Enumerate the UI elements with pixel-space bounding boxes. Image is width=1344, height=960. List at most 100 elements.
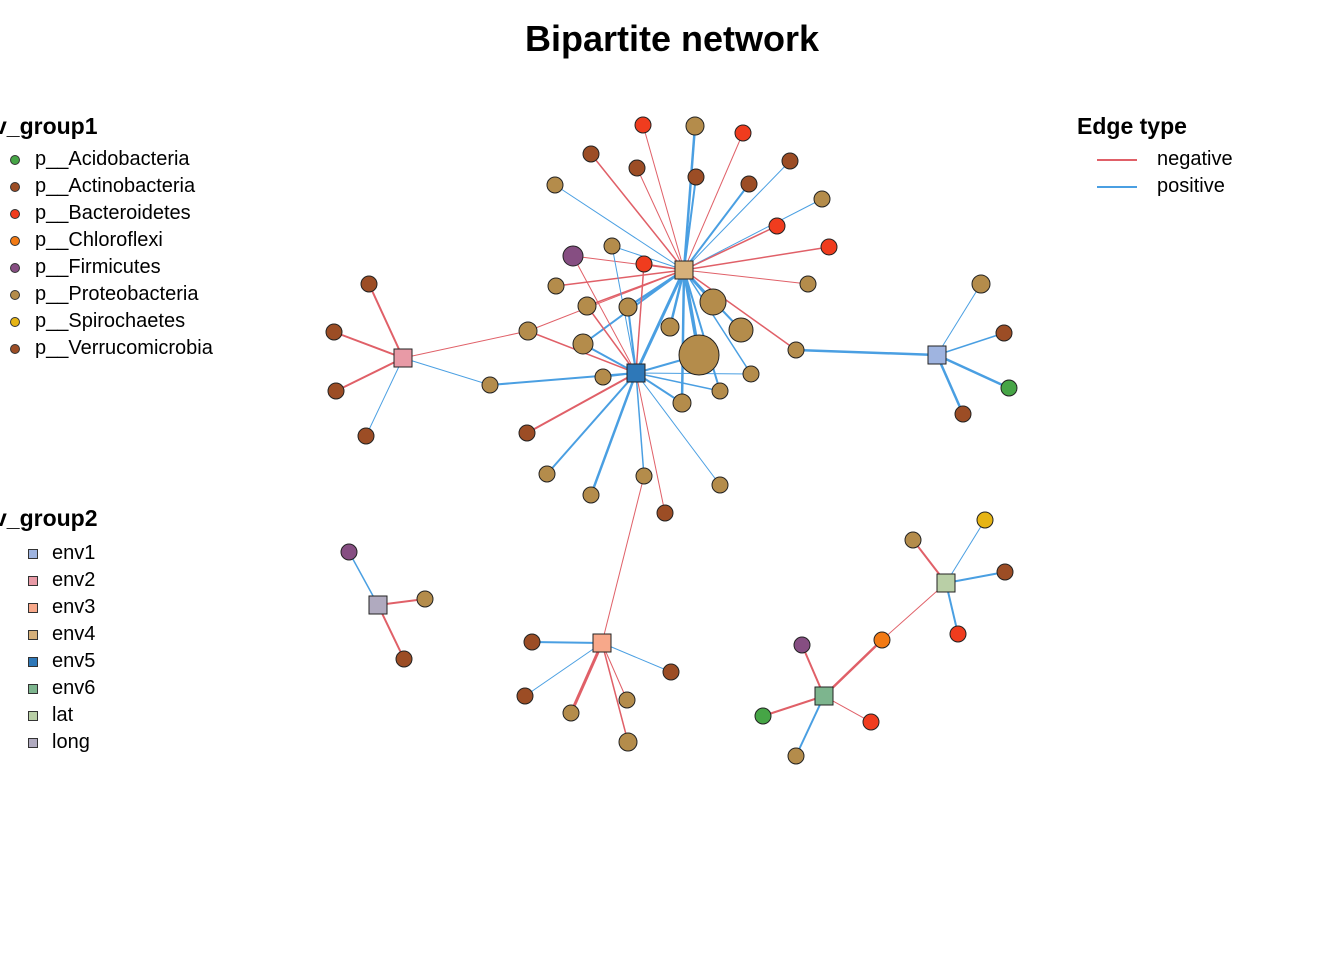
positive-edge bbox=[402, 357, 491, 386]
taxon-node bbox=[562, 704, 580, 722]
env-node-env5 bbox=[626, 363, 646, 383]
taxon-node bbox=[711, 476, 729, 494]
taxon-node bbox=[781, 152, 799, 170]
taxon-node bbox=[971, 274, 991, 294]
positive-edge bbox=[554, 184, 685, 271]
env-node-lat bbox=[936, 573, 956, 593]
positive-edge bbox=[683, 269, 721, 392]
legend-group1-item-3: p__Chloroflexi bbox=[10, 229, 163, 252]
negative-edge bbox=[683, 246, 830, 271]
legend-group2-item-1: env2 bbox=[28, 569, 95, 592]
taxon-node bbox=[740, 175, 758, 193]
taxon-node bbox=[327, 382, 345, 400]
negative-edge bbox=[881, 582, 947, 641]
taxon-node bbox=[678, 334, 720, 376]
legend-edge-item-label: positive bbox=[1157, 175, 1225, 197]
positive-edge bbox=[601, 642, 672, 673]
legend-edge-item-label: negative bbox=[1157, 148, 1233, 170]
taxon-node bbox=[793, 636, 811, 654]
taxon-node bbox=[672, 393, 692, 413]
negative-edge bbox=[569, 642, 604, 714]
legend-group1-item-swatch bbox=[10, 316, 20, 327]
legend-edge-item-0: negative bbox=[1097, 148, 1233, 171]
positive-edge bbox=[683, 160, 791, 271]
negative-edge bbox=[635, 372, 666, 514]
legend-group1-item-swatch bbox=[10, 181, 20, 192]
legend-group2-item-swatch bbox=[28, 575, 38, 586]
legend-group1-item-swatch bbox=[10, 235, 20, 246]
legend-group2-item-2: env3 bbox=[28, 596, 95, 619]
taxon-node bbox=[628, 159, 646, 177]
taxon-node bbox=[594, 368, 612, 386]
taxon-node bbox=[603, 237, 621, 255]
taxon-node bbox=[954, 405, 972, 423]
negative-edge bbox=[555, 269, 685, 287]
taxon-node bbox=[357, 427, 375, 445]
taxon-node bbox=[546, 176, 564, 194]
taxon-node bbox=[949, 625, 967, 643]
taxon-node bbox=[635, 467, 653, 485]
taxon-node bbox=[768, 217, 786, 235]
negative-edge bbox=[333, 331, 404, 359]
positive-edge bbox=[945, 571, 1006, 584]
legend-group2-item-swatch bbox=[28, 629, 38, 640]
legend-group2-item-label: long bbox=[52, 731, 90, 753]
negative-edge bbox=[590, 153, 685, 271]
env-node-env4 bbox=[674, 260, 694, 280]
taxon-node bbox=[820, 238, 838, 256]
legend-group2-item-label: env6 bbox=[52, 677, 96, 699]
taxon-node bbox=[699, 288, 727, 316]
negative-edge bbox=[642, 124, 685, 271]
legend-group2-item-4: env5 bbox=[28, 650, 95, 673]
taxon-node bbox=[711, 382, 729, 400]
negative-edge bbox=[683, 269, 809, 285]
positive-edge bbox=[936, 332, 1005, 356]
positive-edge bbox=[489, 372, 637, 386]
taxon-node bbox=[577, 296, 597, 316]
legend-group2-item-5: env6 bbox=[28, 677, 95, 700]
legend-group1-item-label: p__Bacteroidetes bbox=[35, 202, 191, 224]
negative-edge bbox=[526, 372, 637, 434]
taxon-node bbox=[813, 190, 831, 208]
legend-group2-item-swatch bbox=[28, 602, 38, 613]
taxon-node bbox=[518, 424, 536, 442]
taxon-node bbox=[416, 590, 434, 608]
positive-edge bbox=[627, 306, 637, 374]
negative-edge bbox=[683, 225, 778, 271]
legend-group2-item-swatch bbox=[28, 656, 38, 667]
positive-edge bbox=[936, 353, 1010, 390]
legend-group2-item-3: env4 bbox=[28, 623, 95, 646]
legend-group1-item-swatch bbox=[10, 262, 20, 273]
negative-edge bbox=[823, 639, 883, 697]
taxon-node bbox=[685, 116, 705, 136]
taxon-node bbox=[523, 633, 541, 651]
taxon-node bbox=[996, 563, 1014, 581]
positive-edge bbox=[635, 372, 645, 477]
legend-group2-item-swatch bbox=[28, 683, 38, 694]
legend-group1-item-swatch bbox=[10, 208, 20, 219]
taxon-node bbox=[325, 323, 343, 341]
taxon-node bbox=[582, 145, 600, 163]
positive-edge bbox=[683, 198, 823, 271]
taxon-node bbox=[360, 275, 378, 293]
positive-edge bbox=[546, 372, 637, 475]
legend-group1-item-2: p__Bacteroidetes bbox=[10, 202, 191, 225]
taxon-node bbox=[562, 245, 584, 267]
positive-edge bbox=[936, 283, 982, 356]
positive-edge bbox=[683, 176, 697, 271]
positive-edge bbox=[680, 269, 686, 404]
legend-group2-item-swatch bbox=[28, 737, 38, 748]
legend-edge-item-swatch bbox=[1097, 185, 1137, 188]
legend-group1-item-label: p__Spirochaetes bbox=[35, 310, 186, 332]
negative-edge bbox=[683, 269, 797, 351]
legend-group1-item-swatch bbox=[10, 154, 20, 165]
legend-edge-item-swatch bbox=[1097, 158, 1137, 161]
taxon-node bbox=[662, 663, 680, 681]
env-node-long bbox=[368, 595, 388, 615]
taxon-node bbox=[618, 691, 636, 709]
taxon-node bbox=[635, 255, 653, 273]
taxon-node bbox=[787, 747, 805, 765]
positive-edge bbox=[531, 641, 603, 644]
positive-edge bbox=[945, 519, 986, 584]
